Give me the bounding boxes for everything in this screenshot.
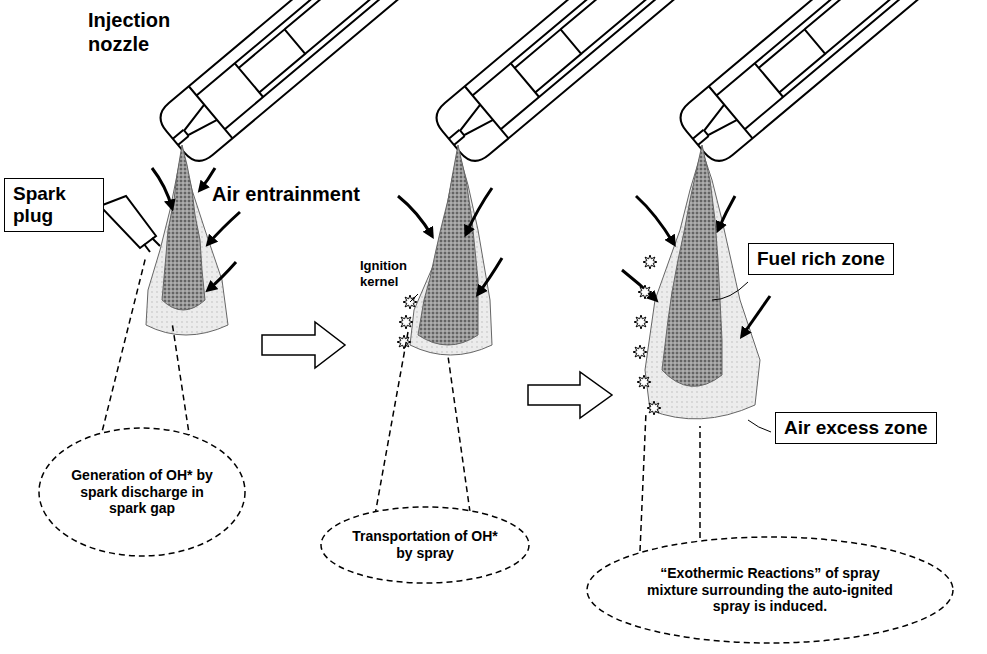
stage-arrow (262, 322, 612, 418)
spark-plug-body (100, 196, 160, 252)
node-text: Fuel rich zone (757, 248, 885, 270)
kernel-star (633, 345, 647, 359)
kernel-star (647, 401, 661, 415)
node-text: “Exothermic Reactions” of spray mixture … (633, 565, 907, 615)
spray-plume (146, 145, 760, 419)
injection-nozzle (430, 0, 708, 168)
callout-ellipse: “Exothermic Reactions” of spray mixture … (585, 535, 955, 645)
kernel-star (638, 285, 652, 299)
label-box: Air excess zone (775, 412, 937, 444)
injection-nozzle (674, 0, 952, 168)
air-arrow (152, 168, 770, 336)
node-text: Generation of OH* by spark discharge in … (64, 467, 219, 517)
label-box: Spark plug (4, 178, 104, 232)
kernel-star (397, 335, 411, 349)
node-text: Spark plug (13, 183, 95, 227)
label-box: Fuel rich zone (748, 243, 894, 275)
node-text: Transportation of OH* by spray (347, 528, 504, 562)
kernel-star (643, 255, 657, 269)
leader-line (410, 282, 771, 432)
part-label: Air entrainment (212, 182, 442, 206)
part-label: Ignition kernel (360, 258, 422, 289)
kernel-star (634, 315, 648, 329)
kernel-star (637, 375, 651, 389)
callout-ellipse: Transportation of OH* by spray (319, 505, 531, 585)
kernel-star (403, 295, 417, 309)
part-label: Injection nozzle (88, 8, 208, 56)
callout-ellipse: Generation of OH* by spark discharge in … (37, 426, 247, 558)
ignition-kernel (397, 255, 661, 415)
kernel-star (399, 315, 413, 329)
node-text: Air excess zone (784, 417, 928, 439)
injection-nozzle (154, 0, 432, 168)
